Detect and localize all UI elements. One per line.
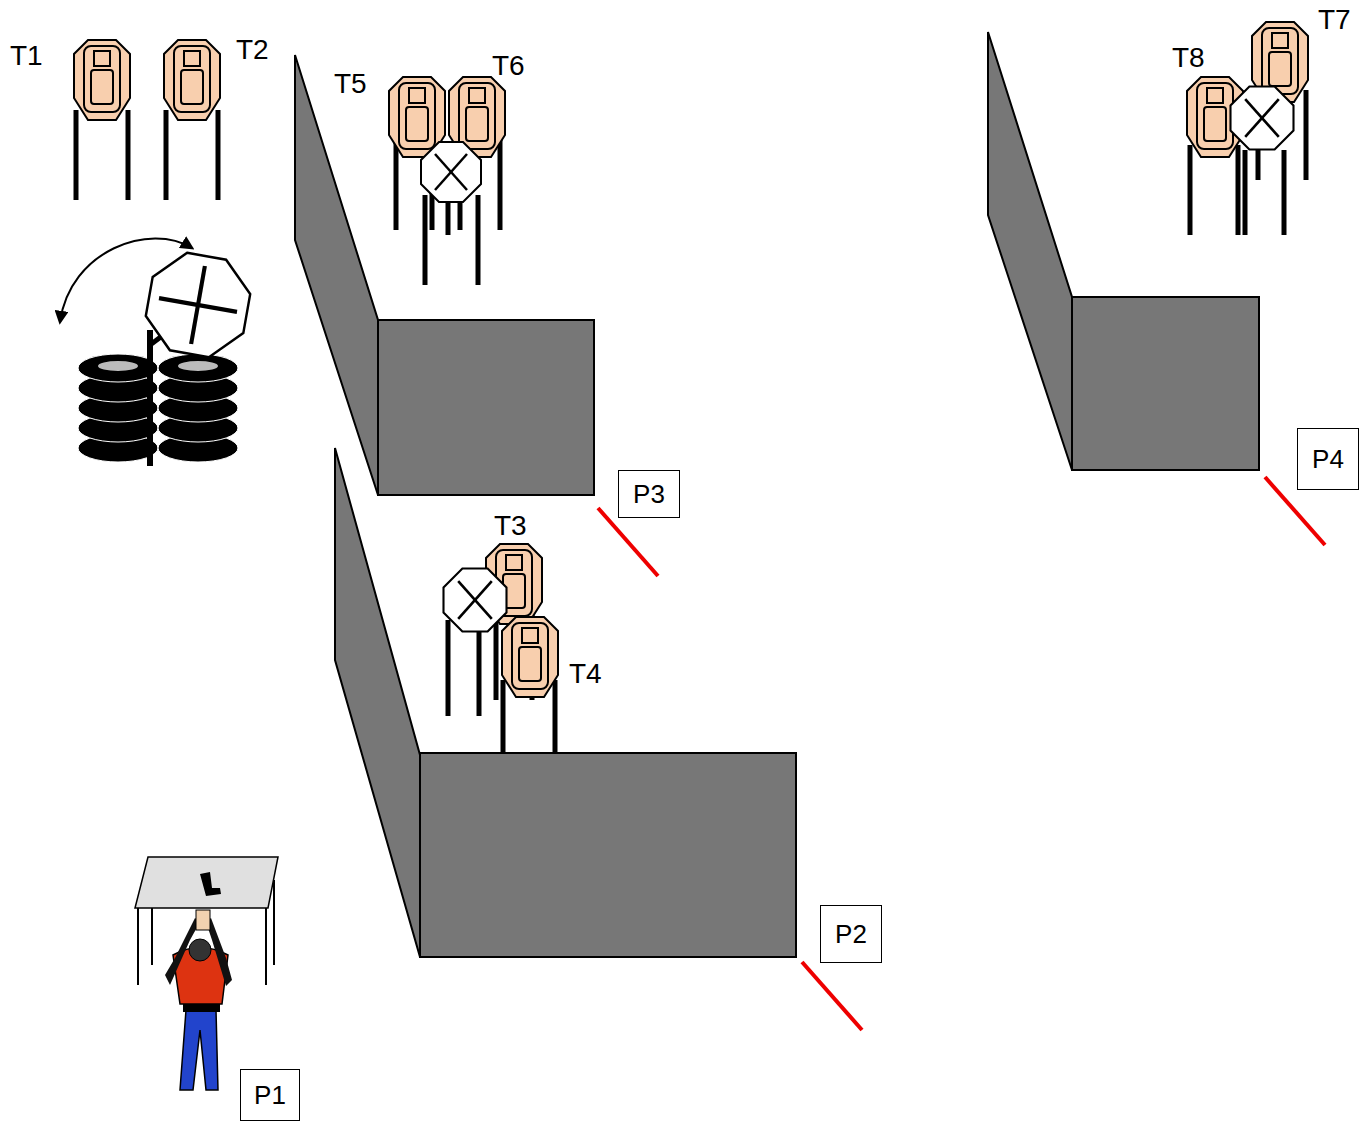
target-label: T5 bbox=[334, 70, 367, 98]
fault-line bbox=[598, 508, 658, 576]
swing-arrow bbox=[60, 238, 192, 322]
position-box: P2 bbox=[820, 905, 882, 963]
target-label: T8 bbox=[1172, 44, 1205, 72]
position-label: P2 bbox=[835, 921, 867, 947]
paper-target bbox=[74, 40, 130, 120]
position-box: P3 bbox=[618, 470, 680, 518]
paper-target bbox=[164, 40, 220, 120]
position-label: P3 bbox=[633, 481, 665, 507]
no-shoot-target bbox=[1231, 87, 1294, 150]
target-label: T1 bbox=[10, 42, 43, 70]
paper-target bbox=[502, 617, 558, 697]
swinger-no-shoot bbox=[141, 248, 256, 363]
target-stand bbox=[396, 140, 500, 285]
position-label: P1 bbox=[254, 1082, 286, 1108]
position-label: P4 bbox=[1312, 446, 1344, 472]
target-label: T4 bbox=[569, 660, 602, 688]
target-label: T7 bbox=[1318, 6, 1351, 34]
barricade-wall bbox=[988, 32, 1259, 470]
target-label: T3 bbox=[494, 512, 527, 540]
barricade-wall bbox=[335, 448, 796, 957]
pistol-icon bbox=[200, 872, 221, 896]
shooter-figure bbox=[165, 910, 232, 1090]
barricade-wall bbox=[295, 55, 594, 495]
position-box: P4 bbox=[1297, 428, 1359, 490]
fault-line bbox=[802, 962, 862, 1030]
target-label: T2 bbox=[236, 36, 269, 64]
no-shoot-target bbox=[421, 142, 481, 202]
position-box: P1 bbox=[240, 1069, 300, 1121]
no-shoot-target bbox=[444, 569, 507, 632]
paper-target bbox=[76, 110, 218, 200]
target-label: T6 bbox=[492, 52, 525, 80]
